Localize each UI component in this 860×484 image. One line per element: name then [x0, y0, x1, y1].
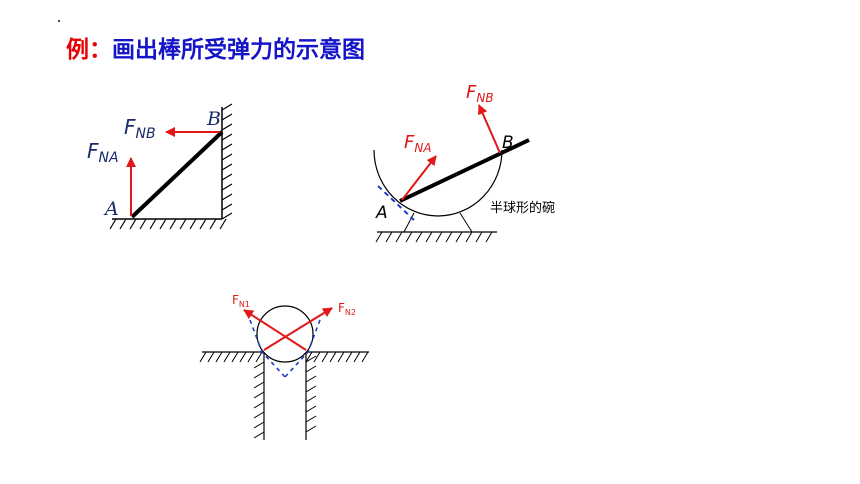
- slot-left-hatching: [253, 361, 265, 439]
- page-title: 例：画出棒所受弹力的示意图: [66, 30, 365, 64]
- force-na-label: FNA: [404, 132, 432, 155]
- figure-bowl-rod: A B FNA FNB 半球形的碗: [373, 82, 555, 243]
- point-a-label: A: [103, 198, 119, 220]
- wall-hatching: [221, 103, 233, 220]
- stray-dot: [58, 20, 60, 22]
- force-na-main: F: [87, 139, 99, 163]
- rod: [130, 130, 224, 219]
- force-nb-main: F: [124, 115, 136, 139]
- bowl-arc: [373, 149, 503, 217]
- title-prefix: 例：: [66, 37, 112, 63]
- force-n1-main: F: [232, 293, 239, 307]
- ground-left-hatching: [199, 351, 263, 363]
- slot-right-hatching: [305, 355, 317, 433]
- force-n1-label: FN1: [232, 293, 250, 309]
- ground-right-hatching: [305, 351, 369, 363]
- ground-hatching: [109, 218, 227, 230]
- force-na-sub: NA: [99, 150, 119, 166]
- force-nb-sub: NB: [136, 126, 156, 142]
- force-n2-label: FN2: [338, 301, 356, 317]
- force-n1-arrow: [243, 309, 307, 351]
- force-na-main: F: [404, 132, 415, 153]
- force-nb-label: FNB: [124, 115, 156, 142]
- tangent-dashed-right: [284, 319, 321, 378]
- force-nb-sub: NB: [476, 91, 493, 105]
- force-na-label: FNA: [87, 139, 119, 166]
- title-text: 画出棒所受弹力的示意图: [112, 37, 365, 63]
- point-b-label: B: [502, 133, 514, 153]
- force-na-arrow: [401, 155, 437, 201]
- ball: [256, 305, 314, 363]
- force-nb-arrow: [478, 104, 501, 154]
- bowl-caption: 半球形的碗: [490, 200, 555, 216]
- stand-leg-right: [459, 212, 473, 233]
- figure-wall-rod: A B FNB FNA: [87, 103, 233, 230]
- force-n2-main: F: [338, 301, 345, 315]
- point-b-label: B: [206, 108, 221, 130]
- figure-ball-slot: FN1 FN2: [199, 293, 369, 440]
- force-n2-sub: N2: [345, 308, 356, 317]
- force-n2-arrow: [263, 307, 333, 351]
- force-nb-main: F: [466, 82, 477, 103]
- base-hatching: [375, 231, 493, 243]
- point-a-label: A: [375, 203, 388, 223]
- force-nb-label: FNB: [466, 82, 494, 105]
- rod: [399, 138, 530, 203]
- force-n1-sub: N1: [239, 300, 250, 309]
- tangent-dashed-left: [249, 319, 286, 378]
- force-na-sub: NA: [414, 141, 431, 155]
- stand-leg-left: [403, 212, 415, 233]
